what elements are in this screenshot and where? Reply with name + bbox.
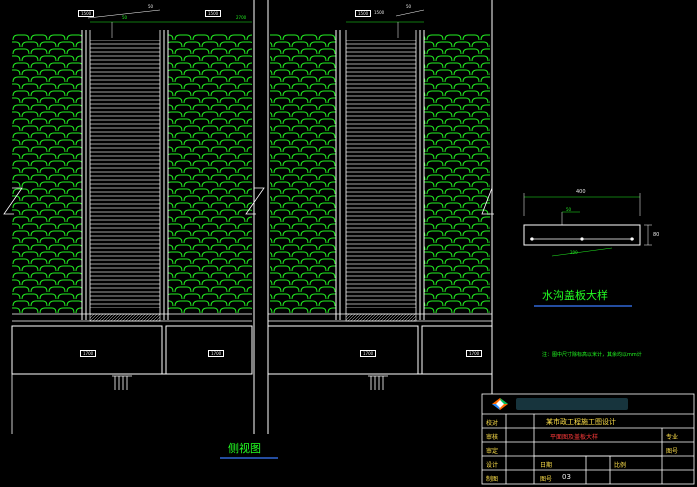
base-hatch	[89, 313, 161, 322]
detail-height-dim: 80	[653, 232, 660, 238]
dim-tag: 1700	[80, 350, 97, 357]
section-title: 侧视图	[228, 442, 261, 455]
tb-label-discipline: 专业	[666, 434, 679, 441]
tb-label-sheet: 图号	[540, 476, 553, 483]
dim-tag: 1500	[78, 10, 95, 17]
detail-title: 水沟盖板大样	[542, 289, 608, 302]
detail-note: 注：图中尺寸除标高以米计，其余均以mm计	[542, 352, 642, 358]
break-line	[3, 187, 23, 215]
tb-label-draw: 制图	[486, 476, 499, 483]
tb-label-design: 设计	[486, 462, 499, 469]
tb-label-check: 校对	[486, 420, 499, 427]
tb-label-approve: 审定	[486, 448, 499, 455]
brick-wall	[12, 34, 82, 314]
brick-wall	[168, 34, 252, 314]
dim-tag: 1500	[355, 10, 372, 17]
tb-label-date: 日期	[540, 462, 553, 469]
break-line	[245, 187, 265, 215]
detail-width-dim: 400	[576, 189, 586, 195]
tb-label-review: 审核	[486, 434, 499, 441]
project-name: 某市政工程施工图设计	[546, 418, 616, 426]
tb-label-scale: 比例	[614, 462, 627, 469]
logo-icon	[492, 398, 508, 410]
dim-tag: 1700	[360, 350, 377, 357]
cover-slab	[523, 224, 641, 246]
drain-cover-detail	[523, 193, 652, 307]
lower-box	[267, 325, 419, 375]
right-section	[267, 0, 494, 394]
detail-inner-dim: 50	[566, 207, 572, 212]
dim-tag: 1500	[374, 10, 385, 15]
dim-text: 50	[406, 4, 412, 9]
dim-text: 50	[148, 4, 154, 9]
dim-text: 2700	[236, 15, 247, 20]
title-block	[481, 393, 695, 485]
drawing-name: 平面图及盖板大样	[550, 434, 599, 441]
break-line	[481, 187, 494, 215]
dim-tag: 1500	[205, 10, 222, 17]
detail-inner-dim: 200	[570, 250, 578, 255]
dim-text: 50	[122, 15, 128, 20]
base-hatch	[345, 313, 417, 322]
tb-sheet-number: 03	[562, 473, 571, 481]
blurred-region	[516, 398, 628, 410]
brick-wall	[424, 34, 490, 314]
tb-label-sheet-side: 图号	[666, 448, 679, 455]
dim-tag: 1700	[208, 350, 225, 357]
left-section	[3, 9, 253, 434]
dim-tag: 1700	[466, 350, 483, 357]
step-ladder	[346, 40, 416, 308]
step-ladder	[90, 40, 160, 308]
brick-wall	[270, 34, 336, 314]
